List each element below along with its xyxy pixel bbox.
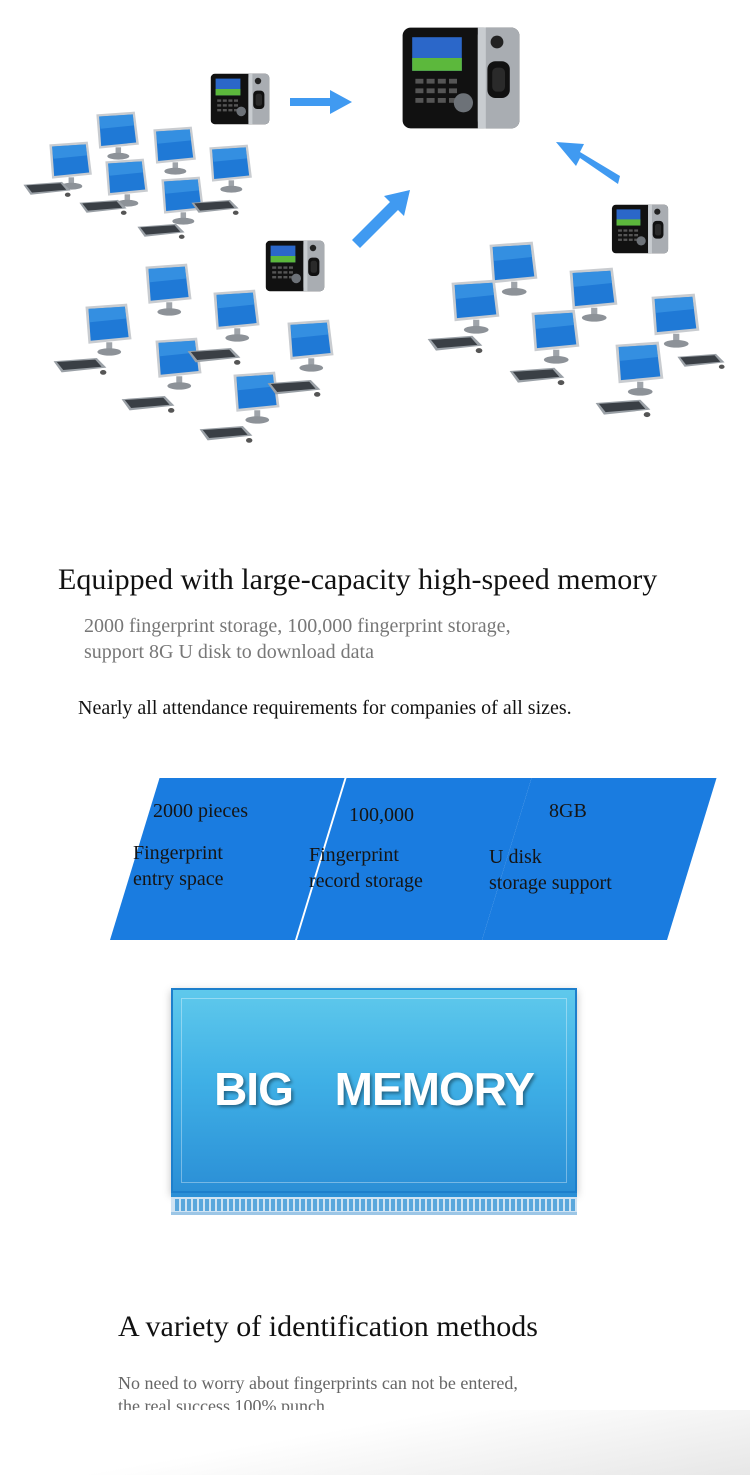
- memory-subtitle: 2000 fingerprint storage, 100,000 finger…: [84, 613, 511, 665]
- chip-pin: [373, 1199, 377, 1211]
- chip-pin: [343, 1199, 347, 1211]
- identification-heading: A variety of identification methods: [118, 1310, 538, 1343]
- chip-pin: [481, 1199, 485, 1211]
- chip-pin: [307, 1199, 311, 1211]
- chip-pin: [301, 1199, 305, 1211]
- chip-pin: [505, 1199, 509, 1211]
- spec-label-1-line1: Fingerprint: [133, 842, 223, 864]
- network-illustration: [0, 0, 750, 490]
- chip-pin: [511, 1199, 515, 1211]
- chip-pin: [247, 1199, 251, 1211]
- chip-pin: [289, 1199, 293, 1211]
- chip-pin: [283, 1199, 287, 1211]
- chip-pin: [355, 1199, 359, 1211]
- chip-pin: [265, 1199, 269, 1211]
- chip-pin: [541, 1199, 545, 1211]
- chip-pin: [337, 1199, 341, 1211]
- chip-pin: [193, 1199, 197, 1211]
- chip-pin: [571, 1199, 575, 1211]
- chip-pin: [181, 1199, 185, 1211]
- chip-pin: [535, 1199, 539, 1211]
- chip-pin: [211, 1199, 215, 1211]
- chip-pin: [199, 1199, 203, 1211]
- chip-pin: [553, 1199, 557, 1211]
- spec-value-3: 8GB: [549, 800, 587, 822]
- chip-pin: [463, 1199, 467, 1211]
- chip-pin: [565, 1199, 569, 1211]
- spec-label-2-line1: Fingerprint: [309, 844, 399, 866]
- spec-label-3: U disk storage support: [489, 844, 612, 896]
- chip-pin: [205, 1199, 209, 1211]
- chip-pin: [271, 1199, 275, 1211]
- chip-pin: [331, 1199, 335, 1211]
- memory-subtitle-line2: support 8G U disk to download data: [84, 641, 374, 663]
- chip-pin: [415, 1199, 419, 1211]
- chip-pin: [559, 1199, 563, 1211]
- spec-value-1: 2000 pieces: [153, 800, 248, 822]
- chip-pin: [487, 1199, 491, 1211]
- chip-pin: [421, 1199, 425, 1211]
- chip-pin: [217, 1199, 221, 1211]
- chip-pin: [223, 1199, 227, 1211]
- chip-pin: [391, 1199, 395, 1211]
- chip-pin: [427, 1199, 431, 1211]
- bottom-shade: [0, 1410, 750, 1475]
- chip-pin: [277, 1199, 281, 1211]
- chip-pin: [361, 1199, 365, 1211]
- chip-pin: [175, 1199, 179, 1211]
- spec-value-2: 100,000: [349, 804, 414, 826]
- chip-pin: [325, 1199, 329, 1211]
- chip-pins: [171, 1193, 577, 1215]
- chip-pin: [517, 1199, 521, 1211]
- chip-pin: [475, 1199, 479, 1211]
- identification-subtitle-line1: No need to worry about fingerprints can …: [118, 1373, 518, 1393]
- chip-pin: [367, 1199, 371, 1211]
- chip-pin: [235, 1199, 239, 1211]
- spec-label-3-line2: storage support: [489, 872, 612, 894]
- chip-pin: [547, 1199, 551, 1211]
- chip-pin: [469, 1199, 473, 1211]
- spec-label-1-line2: entry space: [133, 868, 224, 890]
- chip-pin: [187, 1199, 191, 1211]
- chip-pin: [253, 1199, 257, 1211]
- chip-pin: [493, 1199, 497, 1211]
- chip-pin: [457, 1199, 461, 1211]
- chip-pin: [523, 1199, 527, 1211]
- chip-title: BIG MEMORY: [214, 1063, 535, 1115]
- chip-pin: [499, 1199, 503, 1211]
- chip-pin: [445, 1199, 449, 1211]
- chip-pin: [313, 1199, 317, 1211]
- chip-pin: [451, 1199, 455, 1211]
- memory-chip-graphic: BIG MEMORY: [171, 988, 577, 1193]
- chip-pin: [295, 1199, 299, 1211]
- chip-inner-frame: [181, 998, 567, 1183]
- spec-label-2: Fingerprint record storage: [309, 842, 423, 894]
- chip-pin: [403, 1199, 407, 1211]
- memory-subtitle-line1: 2000 fingerprint storage, 100,000 finger…: [84, 615, 511, 637]
- memory-heading: Equipped with large-capacity high-speed …: [58, 563, 658, 596]
- chip-pin: [241, 1199, 245, 1211]
- spec-label-3-line1: U disk: [489, 846, 542, 868]
- chip-pin: [409, 1199, 413, 1211]
- chip-pin: [529, 1199, 533, 1211]
- chip-pin: [385, 1199, 389, 1211]
- chip-pin: [319, 1199, 323, 1211]
- chip-pin: [397, 1199, 401, 1211]
- chip-pin: [433, 1199, 437, 1211]
- attendance-note: Nearly all attendance requirements for c…: [78, 697, 572, 719]
- chip-pin: [379, 1199, 383, 1211]
- chip-pin: [229, 1199, 233, 1211]
- chip-pin: [439, 1199, 443, 1211]
- spec-label-1: Fingerprint entry space: [133, 840, 224, 892]
- spec-label-2-line2: record storage: [309, 870, 423, 892]
- chip-pin: [259, 1199, 263, 1211]
- chip-pin: [349, 1199, 353, 1211]
